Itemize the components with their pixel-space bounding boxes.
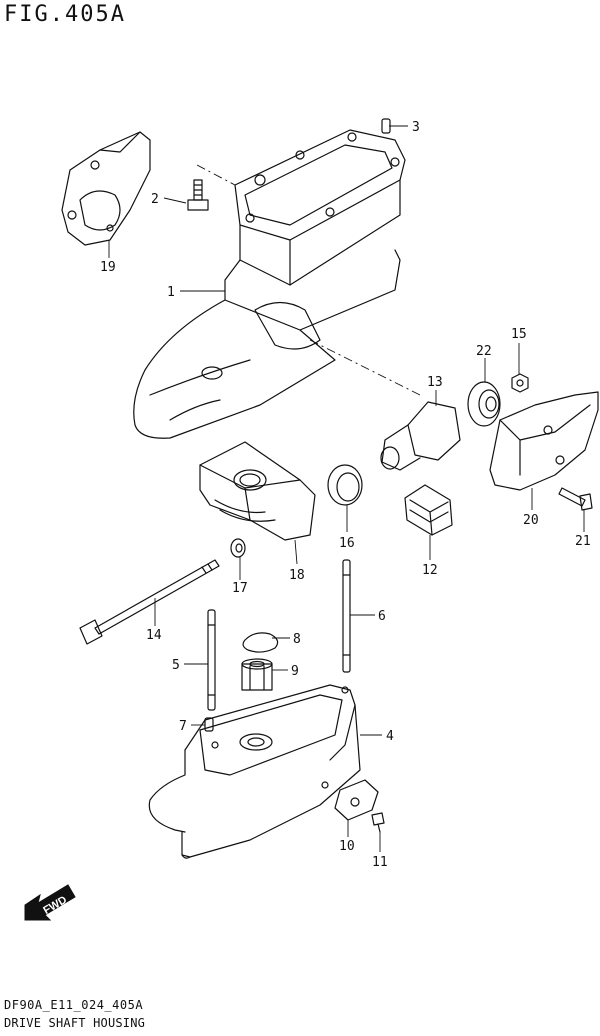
part-2-bolt: [187, 179, 209, 211]
part-11-bolt: [371, 812, 385, 833]
callout-17: 17: [232, 581, 248, 596]
part-3-pin: [381, 118, 391, 134]
part-17-washer: [230, 538, 246, 558]
callout-labels: 3 2 1 19 13 22 15 20 21 16 12 18 17 14 6…: [100, 120, 591, 870]
part-5-stud: [207, 609, 216, 711]
part-16-seal: [327, 464, 363, 506]
part-18-mount-block: [199, 441, 316, 541]
callout-2: 2: [151, 192, 159, 207]
callout-18: 18: [289, 568, 305, 583]
callout-1: 1: [167, 285, 175, 300]
callout-15: 15: [511, 327, 527, 342]
callout-3: 3: [412, 120, 420, 135]
part-1-drive-shaft-housing: [133, 129, 421, 439]
callout-10: 10: [339, 839, 355, 854]
callout-16: 16: [339, 536, 355, 551]
section-name: DRIVE SHAFT HOUSING: [4, 1016, 146, 1030]
figure-title: FIG.405A: [4, 2, 126, 27]
callout-22: 22: [476, 344, 492, 359]
fwd-arrow-icon: FWD: [24, 884, 76, 921]
callout-21: 21: [575, 534, 591, 549]
callout-8: 8: [293, 632, 301, 647]
callout-19: 19: [100, 260, 116, 275]
model-code: DF90A_E11_024_405A: [4, 998, 144, 1012]
callout-9: 9: [291, 664, 299, 679]
part-8-circlip: [242, 632, 279, 653]
part-21-bolt: [558, 487, 593, 511]
part-9-bushing: [241, 658, 273, 691]
part-6-stud: [342, 559, 351, 673]
callout-20: 20: [523, 513, 539, 528]
part-15-nut: [511, 373, 529, 393]
callout-5: 5: [172, 658, 180, 673]
callout-13: 13: [427, 375, 443, 390]
part-4-lower-housing: [148, 684, 361, 859]
callout-4: 4: [386, 729, 394, 744]
part-19-mount-bracket: [61, 131, 151, 246]
part-7-pin: [204, 717, 214, 732]
part-10-block: [334, 779, 379, 821]
part-20-cover: [489, 391, 599, 491]
fwd-label: FWD: [41, 894, 69, 917]
callout-7: 7: [179, 719, 187, 734]
part-12-rubber-plate: [404, 484, 453, 536]
callout-14: 14: [146, 628, 162, 643]
leader-lines: [108, 125, 585, 852]
callout-12: 12: [422, 563, 438, 578]
callout-6: 6: [378, 609, 386, 624]
part-13-mount-rubber: [380, 401, 461, 471]
callout-11: 11: [372, 855, 388, 870]
part-22-bearing: [467, 381, 501, 427]
part-14-long-bolt: [79, 559, 220, 645]
